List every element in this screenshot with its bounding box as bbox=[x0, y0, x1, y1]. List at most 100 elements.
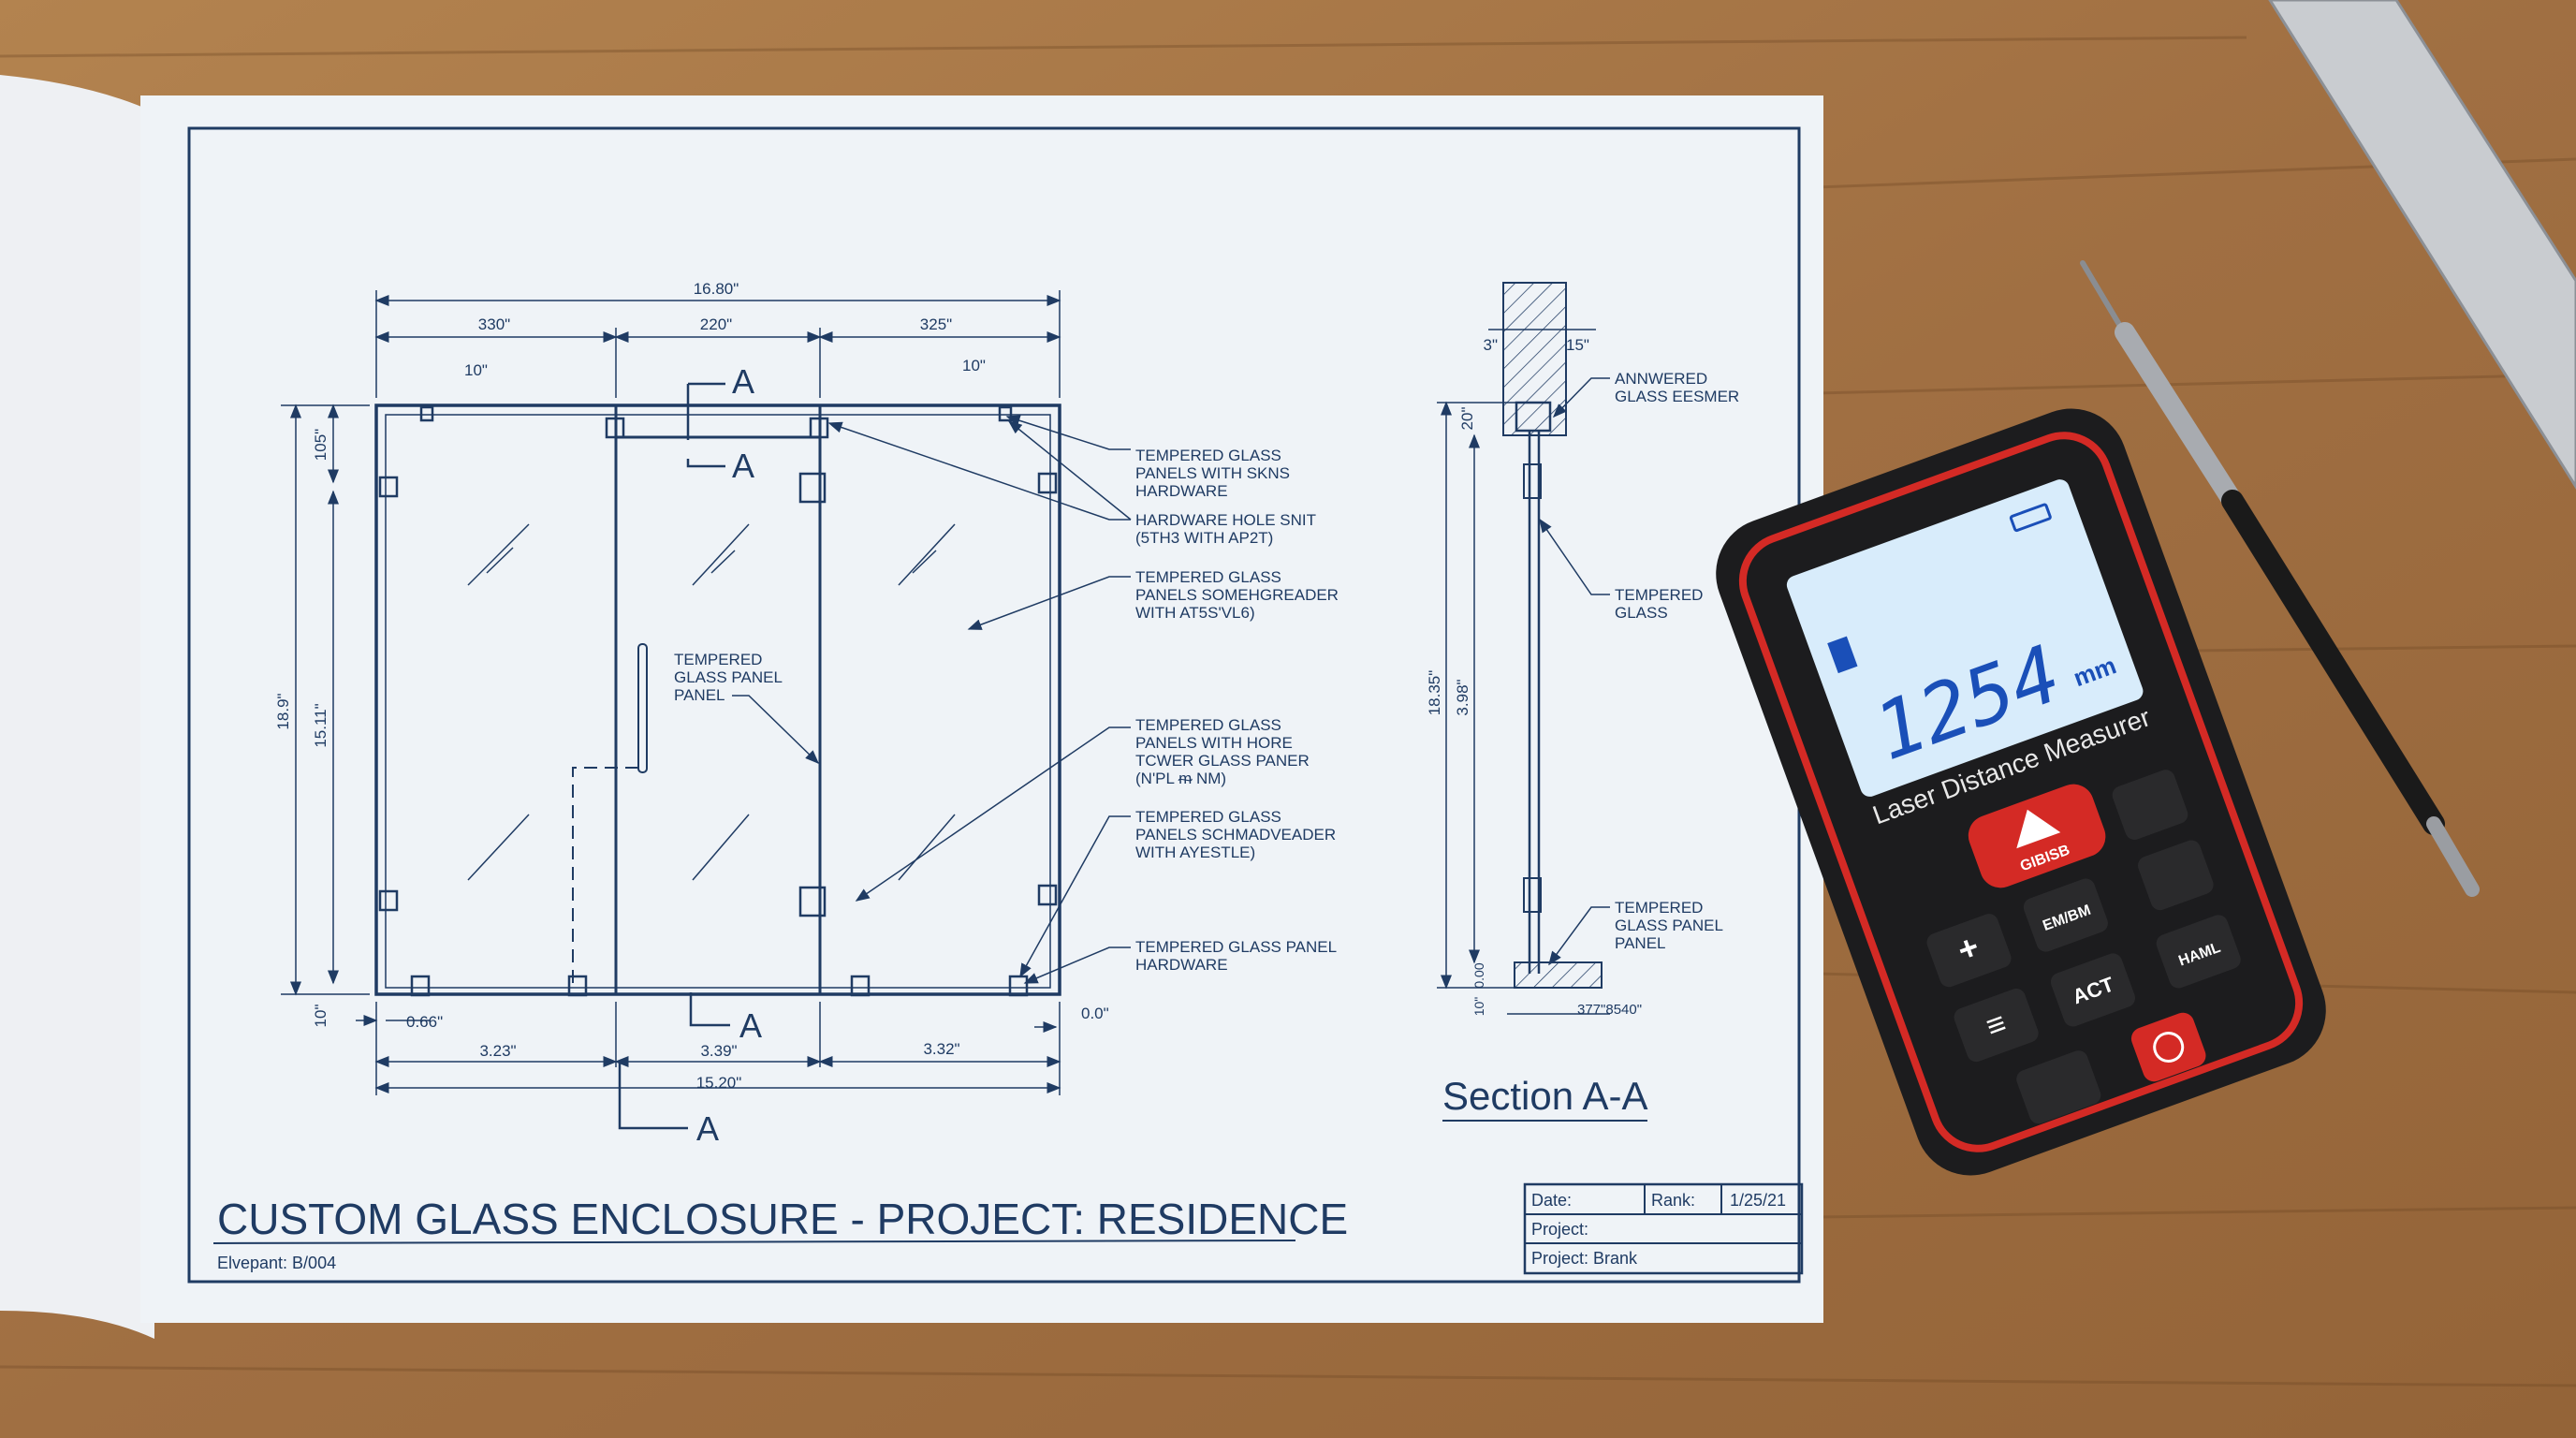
section-marker-a: A bbox=[696, 1109, 719, 1148]
svg-text:ANNWERED: ANNWERED bbox=[1615, 370, 1707, 388]
dim-top-right: 325" bbox=[920, 315, 952, 333]
section-dim-right: 15" bbox=[1566, 336, 1589, 354]
svg-text:TEMPERED: TEMPERED bbox=[1615, 586, 1703, 604]
section-dim-top: 20" bbox=[1458, 407, 1476, 431]
dim-height-total: 18.9" bbox=[274, 693, 292, 729]
section-cut-markers bbox=[618, 382, 730, 1130]
volume-key[interactable] bbox=[2135, 838, 2216, 913]
dim-top-mid: 220" bbox=[700, 315, 732, 333]
dim-bottom-mid: 3.39" bbox=[700, 1042, 737, 1060]
blueprint-sheet bbox=[140, 95, 1823, 1323]
section-title: Section A-A bbox=[1442, 1074, 1647, 1118]
front-elevation: 16.80" 330" 220" 325" 10" 10" 18.9" 15.1… bbox=[274, 280, 1109, 1148]
battery-icon bbox=[2009, 503, 2052, 533]
plus-key[interactable] bbox=[1925, 911, 2014, 990]
section-marker-a: A bbox=[732, 447, 754, 485]
dim-top-left: 330" bbox=[478, 315, 510, 333]
dim-bottom-left: 3.23" bbox=[479, 1042, 516, 1060]
glass-hatch-marks bbox=[467, 523, 956, 881]
rank-label: Rank: bbox=[1651, 1191, 1695, 1210]
door-note: TEMPERED GLASS PANEL PANEL bbox=[674, 651, 783, 704]
haml-key[interactable] bbox=[2154, 913, 2244, 991]
dim-overall-top: 16.80" bbox=[694, 280, 739, 298]
dim-overall-bottom: 15.20" bbox=[696, 1074, 742, 1092]
svg-text:TCWER GLASS PANER: TCWER GLASS PANER bbox=[1135, 752, 1310, 770]
notebook-page bbox=[0, 75, 154, 1339]
svg-text:TEMPERED GLASS: TEMPERED GLASS bbox=[1135, 808, 1281, 826]
dim-bottom-right: 3.32" bbox=[923, 1040, 959, 1058]
section-dim-left: 3" bbox=[1484, 336, 1499, 354]
svg-text:TEMPERED GLASS: TEMPERED GLASS bbox=[1135, 568, 1281, 586]
section-marker-a: A bbox=[739, 1006, 762, 1045]
svg-text:WITH AT5S'VL6): WITH AT5S'VL6) bbox=[1135, 604, 1255, 622]
door-handle bbox=[637, 643, 648, 773]
svg-text:PANEL: PANEL bbox=[1615, 934, 1666, 952]
svg-text:PANELS SCHMADVEADER: PANELS SCHMADVEADER bbox=[1135, 826, 1336, 844]
dim-offset-left: 10" bbox=[464, 361, 488, 379]
section-dim-bottom: 0.00 bbox=[1471, 962, 1486, 988]
section-dim-base: 10" bbox=[1471, 997, 1486, 1017]
power-icon bbox=[2153, 1031, 2185, 1063]
svg-text:(5TH3 WITH AP2T): (5TH3 WITH AP2T) bbox=[1135, 529, 1273, 547]
dim-bottom-offset-left: 0.66" bbox=[406, 1013, 443, 1031]
angle-key[interactable] bbox=[2013, 1048, 2103, 1126]
dim-bottom-offset-right: 0.0" bbox=[1081, 1005, 1109, 1022]
svg-text:GLASS PANEL: GLASS PANEL bbox=[1615, 917, 1723, 934]
mode-icon bbox=[1827, 636, 1858, 674]
svg-text:TEMPERED: TEMPERED bbox=[674, 651, 762, 668]
menu-key[interactable] bbox=[1952, 986, 2042, 1064]
svg-text:TEMPERED: TEMPERED bbox=[1615, 899, 1703, 917]
svg-text:HARDWARE: HARDWARE bbox=[1135, 482, 1228, 500]
steel-ruler bbox=[2268, 0, 2576, 490]
svg-text:(N'PL ᵯ NM): (N'PL ᵯ NM) bbox=[1135, 770, 1226, 787]
svg-text:GLASS PANEL: GLASS PANEL bbox=[674, 668, 783, 686]
lcd-screen bbox=[1786, 479, 2144, 797]
svg-text:PANELS WITH HORE: PANELS WITH HORE bbox=[1135, 734, 1293, 752]
mechanical-pencil bbox=[2080, 260, 2480, 897]
svg-text:PANELS WITH SKNS: PANELS WITH SKNS bbox=[1135, 464, 1290, 482]
title-block: Date: Rank: 1/25/21 Project: Project: Br… bbox=[1523, 1182, 1804, 1275]
drawing-title: CUSTOM GLASS ENCLOSURE - PROJECT: RESIDE… bbox=[217, 1195, 1348, 1243]
hardware-clips bbox=[378, 405, 1058, 997]
drawing-subtitle: Elvepant: B/004 bbox=[217, 1254, 336, 1272]
svg-text:TEMPERED GLASS PANEL: TEMPERED GLASS PANEL bbox=[1135, 938, 1337, 956]
act-key[interactable] bbox=[2048, 951, 2138, 1030]
power-key[interactable] bbox=[2129, 1009, 2209, 1084]
section-view: 3" 15" 20" 18.35" 3.98" 0.00 10" 377"854… bbox=[1426, 282, 1739, 1122]
dim-height-inner: 15.11" bbox=[312, 703, 329, 747]
section-dim-total: 18.35" bbox=[1426, 670, 1443, 716]
svg-text:TEMPERED GLASS: TEMPERED GLASS bbox=[1135, 447, 1281, 464]
svg-text:HARDWARE HOLE SNIT: HARDWARE HOLE SNIT bbox=[1135, 511, 1316, 529]
dim-height-top: 105" bbox=[312, 429, 329, 461]
svg-text:WITH AYESTLE): WITH AYESTLE) bbox=[1135, 844, 1255, 861]
callout-leaders bbox=[827, 415, 1132, 984]
note-2: HARDWARE HOLE SNIT(5TH3 WITH AP2T) bbox=[1135, 511, 1316, 547]
dim-offset-right: 10" bbox=[962, 357, 986, 374]
section-marker-a: A bbox=[732, 362, 754, 401]
mode-key[interactable] bbox=[2021, 876, 2111, 955]
laser-distance-measurer: 1254 mm Laser Distance Measurer GIBISB +… bbox=[1716, 408, 2326, 1176]
project-label: Project: bbox=[1531, 1220, 1588, 1239]
project-value: Project: Brank bbox=[1531, 1249, 1638, 1268]
dim-height-bottom: 10" bbox=[312, 1005, 329, 1028]
svg-text:GLASS: GLASS bbox=[1615, 604, 1668, 622]
section-dim-inner: 3.98" bbox=[1454, 679, 1471, 715]
svg-text:PANELS SOMEHGREADER: PANELS SOMEHGREADER bbox=[1135, 586, 1339, 604]
date-label: Date: bbox=[1531, 1191, 1572, 1210]
date-value: 1/25/21 bbox=[1730, 1191, 1786, 1210]
area-key[interactable] bbox=[2110, 767, 2190, 842]
section-dim-width: 377"8540" bbox=[1577, 1002, 1642, 1018]
svg-text:HARDWARE: HARDWARE bbox=[1135, 956, 1228, 974]
svg-text:PANEL: PANEL bbox=[674, 686, 725, 704]
svg-text:GLASS EESMER: GLASS EESMER bbox=[1615, 388, 1739, 405]
